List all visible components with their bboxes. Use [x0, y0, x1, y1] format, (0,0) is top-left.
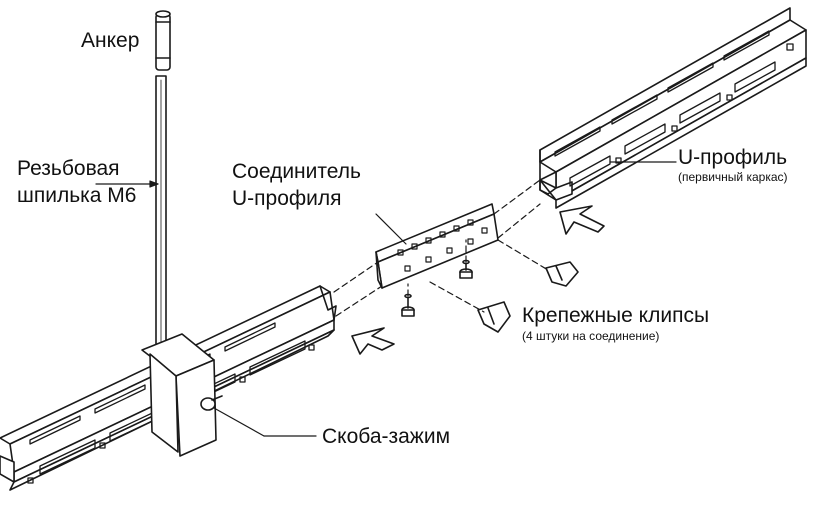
label-connector-line2: U-профиля: [232, 187, 342, 210]
screw-lower: [401, 293, 415, 317]
clamp-bracket: [141, 333, 223, 457]
label-anchor: Анкер: [81, 29, 140, 52]
clip-upper: [545, 261, 579, 287]
leader-lines: [95, 161, 677, 437]
label-clips: Крепежные клипсы: [522, 304, 710, 327]
label-rod-line1: Резьбовая: [17, 157, 120, 180]
label-rod-line2: шпилька М6: [17, 184, 137, 207]
threaded-rod: [155, 75, 167, 353]
clip-lower: [477, 301, 511, 333]
label-u-profile-note: (первичный каркас): [678, 170, 788, 184]
label-connector-line1: Соединитель: [232, 160, 361, 183]
u-profile-right: [539, 7, 807, 209]
label-clamp: Скоба-зажим: [322, 425, 451, 448]
arrow-left-side: [351, 327, 395, 355]
label-u-profile: U-профиль: [678, 146, 788, 169]
alignment-lines: [333, 179, 549, 317]
label-clips-note: (4 штуки на соединение): [522, 329, 660, 343]
screw-upper: [459, 259, 473, 279]
u-profile-connector: [375, 203, 499, 289]
arrow-right-side: [559, 205, 605, 235]
anchor: [155, 10, 171, 71]
